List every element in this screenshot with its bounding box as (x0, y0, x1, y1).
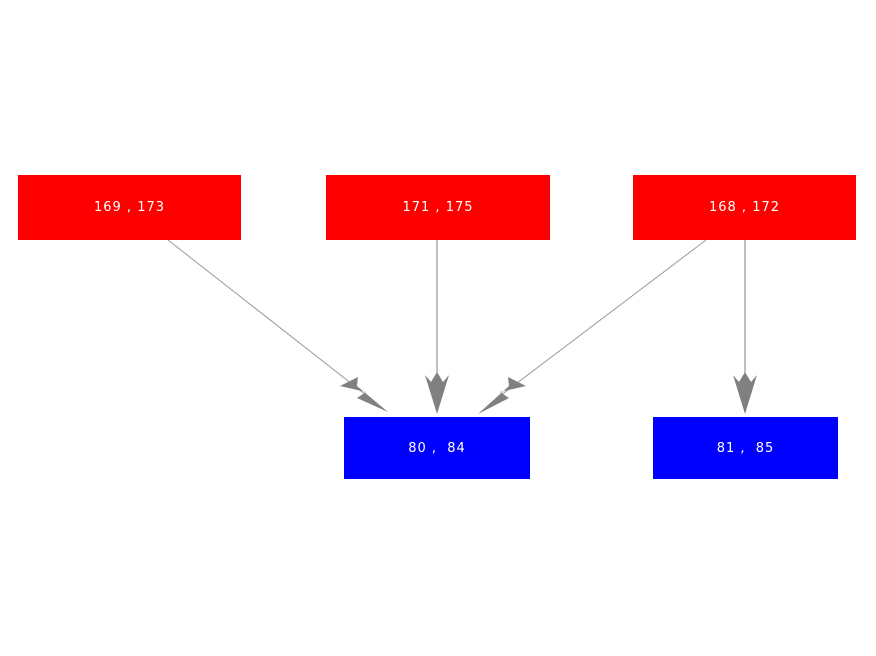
edge-line-e1 (167, 239, 376, 403)
node-label: 168 , 172 (708, 200, 781, 215)
edge-group-e2 (425, 240, 449, 414)
graph-node-source-3[interactable]: 168 , 172 (633, 175, 856, 240)
graph-node-target-1[interactable]: 80 , 84 (344, 417, 530, 479)
edge-line-e3 (491, 239, 707, 403)
node-label: 169 , 173 (93, 200, 166, 215)
graph-node-source-2[interactable]: 171 , 175 (326, 175, 550, 240)
edge-group-e3 (478, 239, 707, 414)
graph-node-source-1[interactable]: 169 , 173 (18, 175, 241, 240)
graph-node-target-2[interactable]: 81 , 85 (653, 417, 838, 479)
arrowhead-e4 (733, 372, 757, 414)
arrowhead-e1 (340, 377, 388, 412)
node-label: 81 , 85 (716, 440, 775, 456)
node-label: 171 , 175 (402, 200, 474, 215)
arrowhead-e3 (478, 377, 526, 414)
arrowhead-e2 (425, 372, 449, 414)
edge-group-e1 (167, 239, 388, 412)
node-label: 80 , 84 (408, 440, 466, 456)
edge-group-e4 (733, 240, 757, 414)
